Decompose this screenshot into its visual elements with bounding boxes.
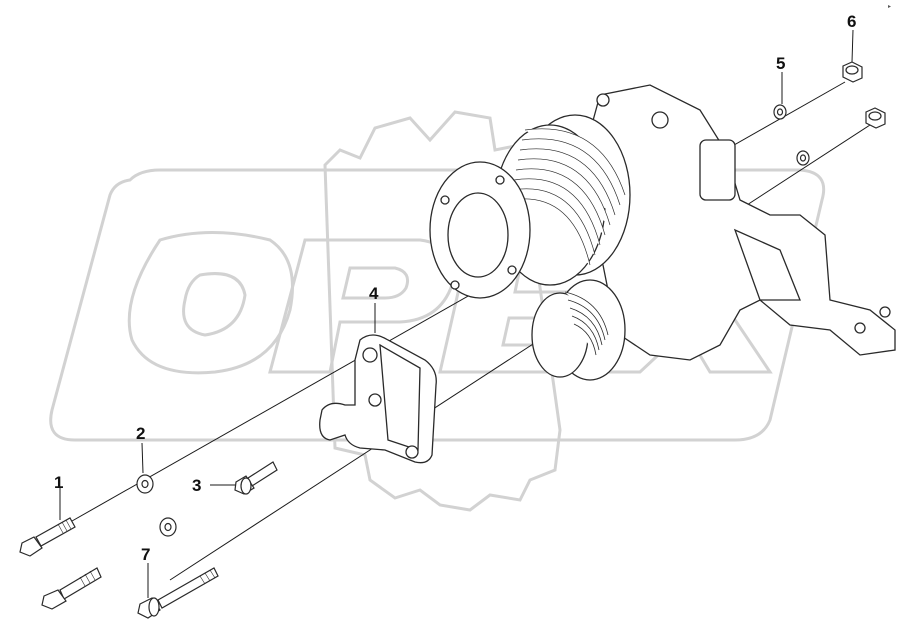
main-pulley-grooves bbox=[509, 128, 626, 266]
callout-4: 4 bbox=[369, 284, 379, 303]
bracket-hole-bottom bbox=[405, 445, 419, 459]
housing-hole-2 bbox=[596, 93, 610, 107]
bolt-part-3 bbox=[234, 461, 278, 495]
leader-6 bbox=[851, 29, 854, 63]
bracket-hole-top bbox=[362, 347, 378, 363]
axis-line-lower bbox=[169, 124, 871, 581]
bolt-part-1 bbox=[19, 517, 76, 557]
callout-3: 3 bbox=[192, 476, 201, 495]
callout-6: 6 bbox=[847, 12, 856, 31]
housing-rib bbox=[733, 228, 801, 301]
callout-1: 1 bbox=[54, 473, 63, 492]
watermark-frame bbox=[49, 168, 826, 442]
washer-loose bbox=[159, 517, 177, 537]
callout-7: 7 bbox=[141, 545, 150, 564]
callout-5: 5 bbox=[776, 54, 785, 73]
washer-part-5 bbox=[773, 104, 787, 120]
nut-part-6 bbox=[842, 61, 863, 83]
housing-hole-4 bbox=[879, 306, 891, 318]
leader-2 bbox=[141, 442, 144, 474]
washer-lower bbox=[796, 150, 810, 166]
watermark-letter-o bbox=[127, 231, 294, 375]
bolt-part-7 bbox=[137, 567, 219, 619]
housing-hole-1 bbox=[651, 111, 669, 129]
idler-pulley-grooves bbox=[564, 291, 609, 356]
pump-assembly bbox=[429, 84, 896, 381]
callout-2: 2 bbox=[136, 424, 145, 443]
nut-lower bbox=[865, 107, 886, 129]
flange-bolt-2 bbox=[495, 175, 505, 185]
bracket-part-4 bbox=[319, 334, 437, 464]
pulley-hub bbox=[447, 192, 509, 278]
housing-hole-3 bbox=[854, 322, 866, 334]
watermark-gear bbox=[323, 110, 562, 512]
corner-mark: ▸ bbox=[888, 4, 891, 10]
flange-bolt-3 bbox=[507, 265, 517, 275]
housing-boss bbox=[699, 139, 736, 201]
bracket-hole-mid bbox=[368, 393, 382, 407]
bolt-lower-left bbox=[41, 567, 102, 610]
flange-bolt-4 bbox=[450, 280, 460, 290]
washer-part-2 bbox=[136, 474, 154, 494]
flange-bolt-1 bbox=[440, 195, 450, 205]
